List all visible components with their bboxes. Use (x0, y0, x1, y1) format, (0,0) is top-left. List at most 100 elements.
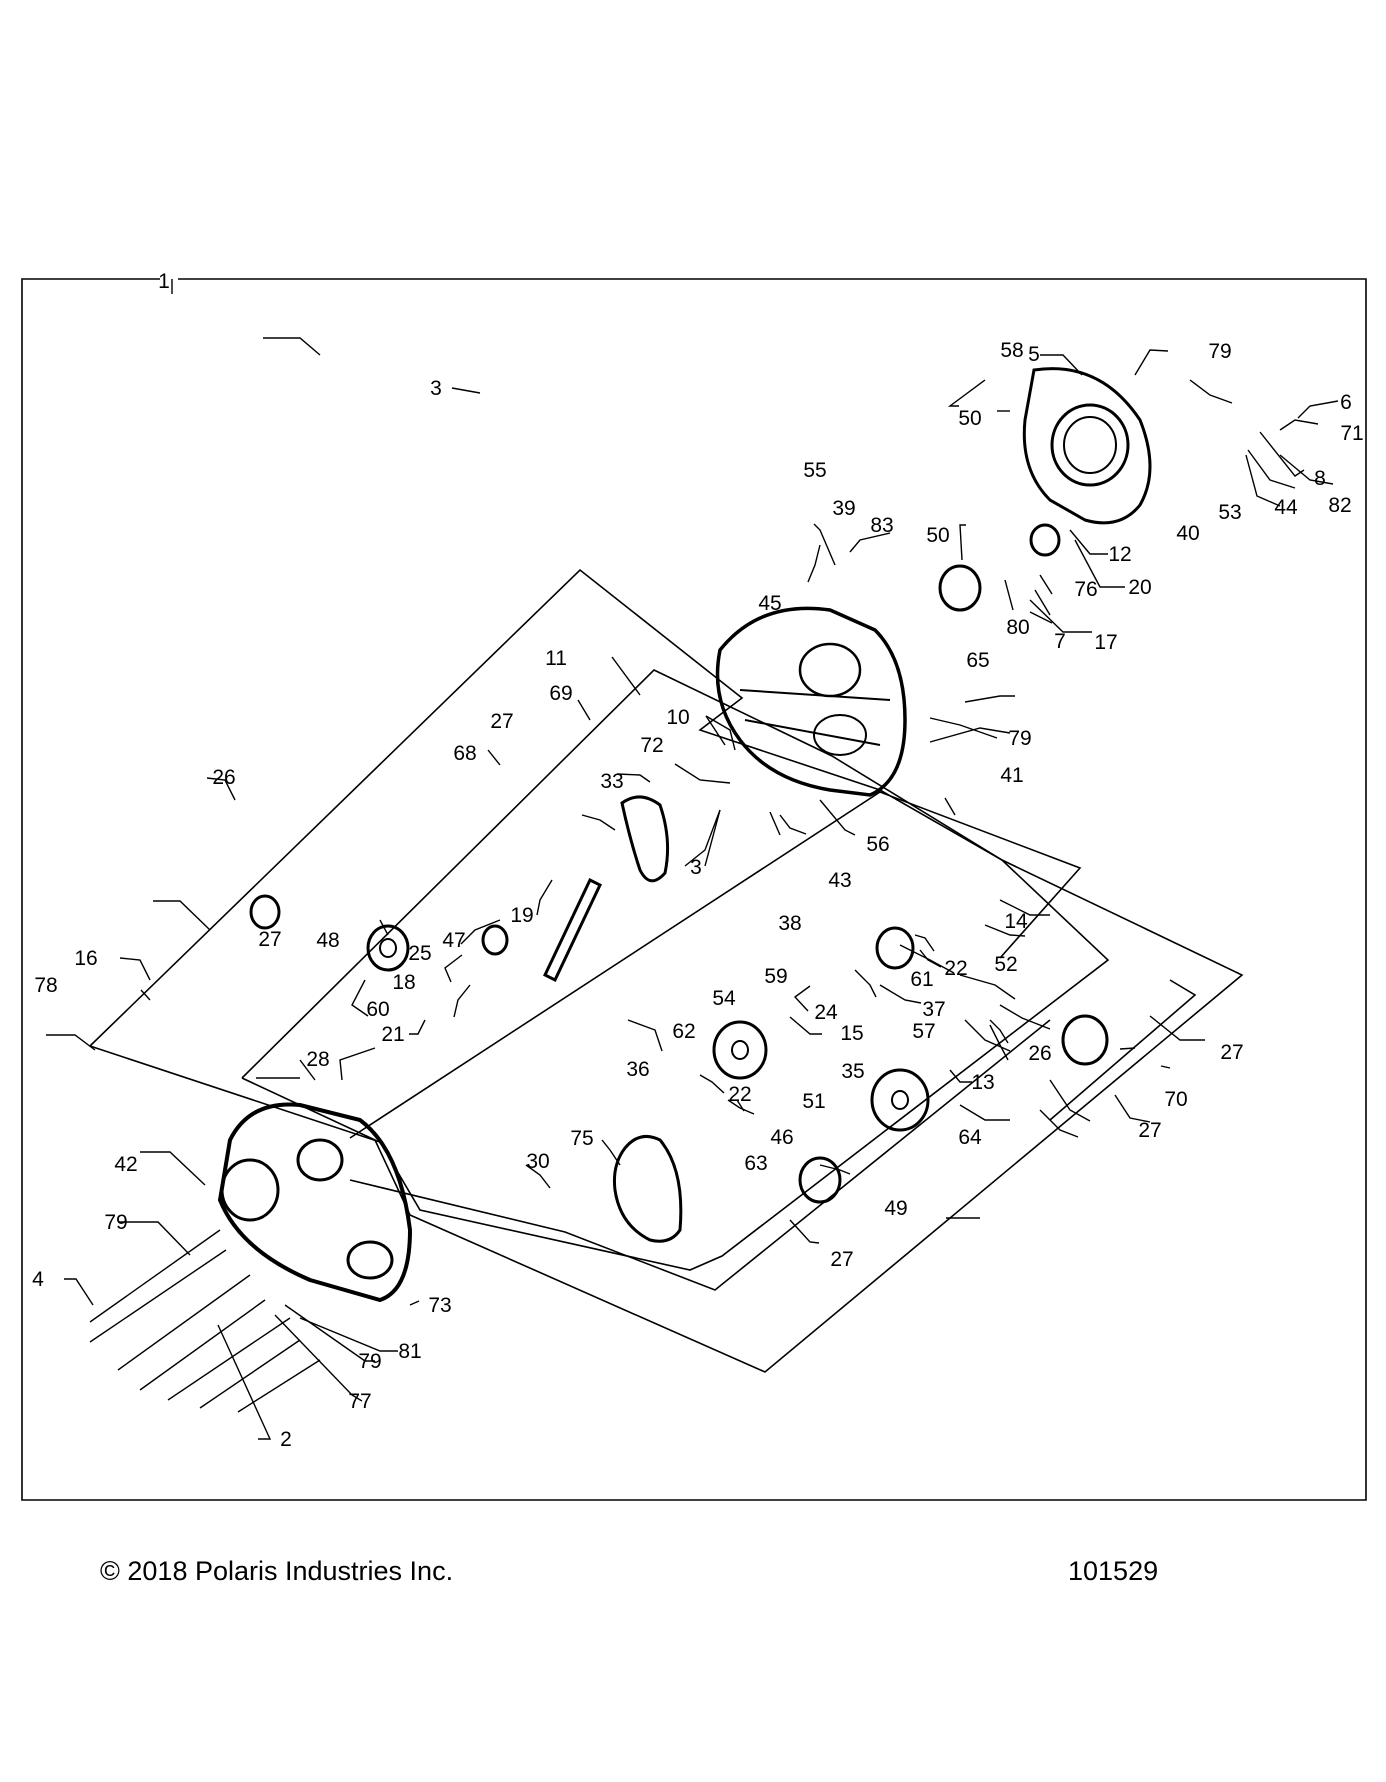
callout-46: 46 (770, 1126, 793, 1149)
callout-25: 25 (408, 942, 431, 965)
diagram-number: 101529 (1068, 1556, 1159, 1586)
callout-72: 72 (640, 734, 663, 757)
lower-case (217, 1102, 413, 1303)
callout-40: 40 (1176, 522, 1199, 545)
callout-59: 59 (764, 965, 787, 988)
callout-22: 22 (944, 957, 967, 980)
callout-79d: 79 (358, 1350, 381, 1373)
callout-51: 51 (802, 1090, 825, 1113)
callout-13: 13 (971, 1071, 994, 1094)
callout-11: 11 (545, 647, 567, 670)
callout-27b: 27 (258, 928, 281, 951)
callout-7: 7 (1054, 630, 1066, 653)
assembly-frame (21, 278, 1367, 1501)
callout-82: 82 (1328, 494, 1351, 517)
callout-19: 19 (510, 904, 533, 927)
callout-73: 73 (428, 1294, 451, 1317)
callout-54: 54 (712, 987, 736, 1010)
callout-27c: 27 (1220, 1041, 1243, 1064)
parts-artwork (89, 367, 1152, 1413)
callout-39: 39 (832, 497, 855, 520)
callout-43: 43 (828, 869, 851, 892)
callout-27: 27 (490, 710, 513, 733)
callout-18: 18 (392, 971, 415, 994)
callout-50: 50 (958, 407, 981, 430)
callout-4: 4 (32, 1268, 44, 1291)
callout-47: 47 (442, 929, 465, 952)
callout-56: 56 (866, 833, 889, 856)
callout-70: 70 (1164, 1088, 1187, 1111)
callout-33: 33 (600, 770, 623, 793)
callout-12: 12 (1108, 543, 1131, 566)
callout-76: 76 (1074, 578, 1097, 601)
shaft (543, 877, 602, 983)
callout-38: 38 (778, 912, 801, 935)
callout-30: 30 (526, 1150, 549, 1173)
callout-79: 79 (1208, 340, 1231, 363)
callout-5: 5 (1028, 343, 1040, 366)
callout-44: 44 (1274, 496, 1298, 519)
callout-45: 45 (758, 592, 781, 615)
group-outlines (89, 568, 1244, 1373)
callout-41: 41 (1000, 764, 1023, 787)
callout-26b: 26 (1028, 1042, 1051, 1065)
callout-71: 71 (1340, 422, 1363, 445)
callout-60: 60 (366, 998, 389, 1021)
callout-42: 42 (114, 1153, 137, 1176)
callout-24: 24 (814, 1001, 838, 1024)
callout-26: 26 (212, 766, 235, 789)
callout-61: 61 (910, 968, 933, 991)
copyright-notice: © 2018 Polaris Industries Inc. (100, 1556, 454, 1586)
callout-21: 21 (381, 1023, 404, 1046)
callout-52: 52 (994, 953, 1017, 976)
callout-6: 6 (1340, 391, 1352, 414)
callout-75: 75 (570, 1127, 593, 1150)
callout-3: 3 (430, 377, 442, 400)
callout-62: 62 (672, 1020, 695, 1043)
callout-78: 78 (34, 974, 57, 997)
callout-53: 53 (1218, 501, 1241, 524)
callout-37: 37 (922, 998, 945, 1021)
callout-36: 36 (626, 1058, 649, 1081)
callout-14: 14 (1004, 910, 1028, 933)
callout-10: 10 (666, 706, 689, 729)
callout-labels: 1 2 3 3 3 4 5 6 7 8 9 10 11 12 13 14 15 … (32, 270, 1364, 1451)
callout-79b: 79 (1008, 727, 1031, 750)
callout-58: 58 (1000, 339, 1023, 362)
callout-64: 64 (958, 1126, 982, 1149)
callout-77: 77 (348, 1390, 371, 1413)
callout-57: 57 (912, 1020, 935, 1043)
callout-27d: 27 (1138, 1119, 1161, 1142)
callout-17: 17 (1094, 631, 1117, 654)
callout-8: 8 (1314, 467, 1326, 490)
bolts-lower-left (89, 1229, 321, 1413)
callout-65: 65 (966, 649, 989, 672)
callout-15: 15 (840, 1022, 863, 1045)
callout-22b: 22 (728, 1083, 751, 1106)
callout-55: 55 (803, 459, 826, 482)
callout-27e: 27 (830, 1248, 853, 1271)
callout-2: 2 (280, 1428, 292, 1451)
callout-49: 49 (884, 1197, 907, 1220)
callout-16: 16 (74, 947, 97, 970)
chains (613, 795, 683, 1243)
callout-80: 80 (1006, 616, 1029, 639)
main-case (715, 606, 907, 797)
cover-plate (1022, 367, 1152, 525)
callout-50b: 50 (926, 524, 949, 547)
leader-lines (46, 279, 1339, 1440)
gears-and-bearings (249, 523, 1109, 1204)
callout-20: 20 (1128, 576, 1151, 599)
callout-63: 63 (744, 1152, 767, 1175)
callout-35: 35 (841, 1060, 864, 1083)
callout-69: 69 (549, 682, 572, 705)
callout-1: 1 (158, 270, 170, 293)
callout-48: 48 (316, 929, 339, 952)
callout-68: 68 (453, 742, 476, 765)
callout-79c: 79 (104, 1211, 127, 1234)
callout-83: 83 (870, 514, 893, 537)
callout-3b: 3 (690, 856, 702, 879)
callout-28: 28 (306, 1048, 329, 1071)
callout-81: 81 (398, 1340, 421, 1363)
